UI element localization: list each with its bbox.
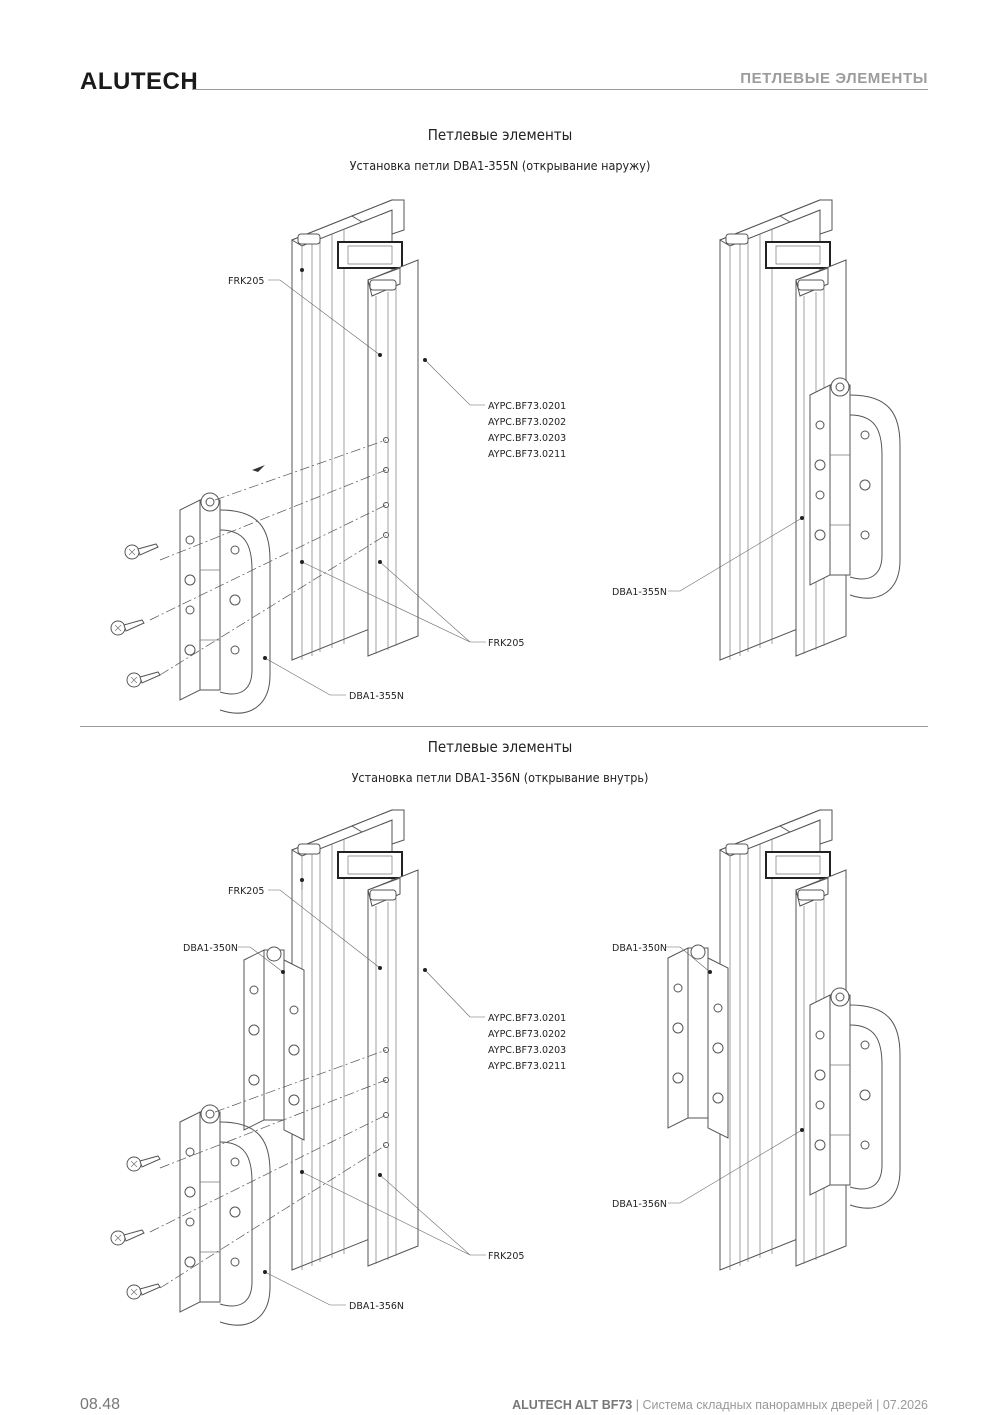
section-2-assembled-view [667,809,901,1271]
section-1-leaders [263,268,804,696]
section-2-subtitle: Установка петли DBA1-356N (открывание вн… [351,770,649,785]
footer-date: 07.2026 [882,1398,928,1412]
footer-separator: | [632,1398,643,1412]
brand-logo: ALUTECH [80,68,199,95]
section-2-title: Петлевые элементы [427,738,573,756]
section-1-title: Петлевые элементы [427,126,573,144]
section-2-exploded-view [110,809,419,1326]
section-1-assembled-view [719,199,901,661]
callout-aypc-1-b: AYPC.BF73.0202 [488,417,566,428]
page-number: 08.48 [80,1396,121,1413]
callout-counterpart-left-2: DBA1-350N [183,943,238,954]
callout-aypc-2-c: AYPC.BF73.0203 [488,1045,566,1056]
callout-aypc-2-d: AYPC.BF73.0211 [488,1061,566,1072]
callout-frk205-top-1: FRK205 [228,276,264,287]
section-2-leaders [238,878,804,1306]
callout-hinge-right-2: DBA1-356N [612,1199,667,1210]
footer-description: Система складных панорамных дверей [642,1398,873,1412]
section-1-subtitle: Установка петли DBA1-355N (открывание на… [349,158,651,173]
section-1-exploded-view [110,199,419,714]
callout-frk205-top-2: FRK205 [228,886,264,897]
callout-aypc-1-c: AYPC.BF73.0203 [488,433,566,444]
section-heading: ПЕТЛЕВЫЕ ЭЛЕМЕНТЫ [734,70,928,87]
callout-aypc-2-b: AYPC.BF73.0202 [488,1029,566,1040]
section-divider [80,726,928,727]
callout-hinge-left-2: DBA1-356N [349,1301,404,1312]
footer-info: ALUTECH ALT BF73 | Система складных пано… [512,1398,928,1412]
callout-aypc-2-a: AYPC.BF73.0201 [488,1013,566,1024]
footer-separator: | [872,1398,883,1412]
callout-hinge-right-1: DBA1-355N [612,587,667,598]
footer-product: ALUTECH ALT BF73 [512,1398,633,1412]
callout-frk205-bottom-2: FRK205 [488,1251,524,1262]
callout-aypc-1-a: AYPC.BF73.0201 [488,401,566,412]
page-header: ALUTECH ПЕТЛЕВЫЕ ЭЛЕМЕНТЫ [80,62,928,96]
callout-counterpart-right-2: DBA1-350N [612,943,667,954]
callout-hinge-left-1: DBA1-355N [349,691,404,702]
callout-frk205-bottom-1: FRK205 [488,638,524,649]
callout-aypc-1-d: AYPC.BF73.0211 [488,449,566,460]
header-rule [192,89,928,90]
